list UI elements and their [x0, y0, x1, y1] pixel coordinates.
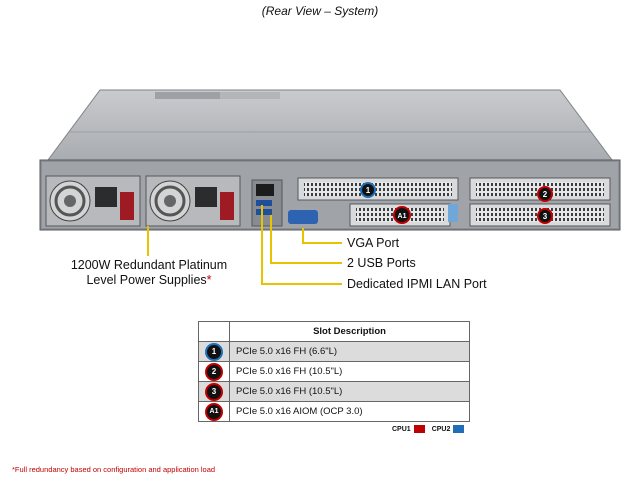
- slot-badge-icon: 1: [205, 342, 223, 361]
- psu-label: 1200W Redundant Platinum Level Power Sup…: [44, 258, 254, 288]
- legend-cpu1-swatch: [413, 425, 425, 433]
- table-header-row: Slot Description: [198, 321, 470, 342]
- psu-label-line2: Level Power Supplies: [86, 273, 207, 287]
- svg-text:2: 2: [543, 190, 548, 199]
- vga-port-label: VGA Port: [347, 236, 400, 250]
- table-row: 1 PCIe 5.0 x16 FH (6.6"L): [198, 341, 470, 362]
- usb-port-2: [256, 209, 272, 215]
- slot-badge-3: 3: [537, 208, 553, 224]
- footnote: *Full redundancy based on configuration …: [12, 465, 216, 474]
- svg-text:1: 1: [366, 186, 371, 195]
- legend-cpu2-label: CPU2: [431, 425, 451, 433]
- slot-description: PCIe 5.0 x16 FH (10.5"L): [229, 361, 470, 382]
- slot-description: PCIe 5.0 x16 FH (10.5"L): [229, 381, 470, 402]
- table-row: A1 PCIe 5.0 x16 AIOM (OCP 3.0): [198, 401, 470, 422]
- psu-label-line1: 1200W Redundant Platinum: [70, 258, 228, 272]
- usb-ports-label: 2 USB Ports: [347, 256, 416, 270]
- usb-port-1: [256, 200, 272, 206]
- psu-2: [145, 175, 241, 227]
- table-row: 3 PCIe 5.0 x16 FH (10.5"L): [198, 381, 470, 402]
- slot-description: PCIe 5.0 x16 AIOM (OCP 3.0): [229, 401, 470, 422]
- slot-badge-1: 1: [360, 182, 376, 198]
- slot-badge-icon: A1: [205, 402, 223, 421]
- psu-asterisk: *: [206, 273, 212, 287]
- psu-1: [45, 175, 141, 227]
- legend-cpu2-swatch: [453, 425, 465, 433]
- ipmi-lan-label: Dedicated IPMI LAN Port: [347, 277, 487, 291]
- table-header-blank: [198, 321, 230, 342]
- vga-port: [288, 210, 318, 224]
- table-header: Slot Description: [229, 321, 470, 342]
- slot-badge-icon: 3: [205, 382, 223, 401]
- slot-description: PCIe 5.0 x16 FH (6.6"L): [229, 341, 470, 362]
- legend-cpu1-label: CPU1: [392, 425, 411, 433]
- page-title: (Rear View – System): [261, 4, 379, 18]
- slot-badge-a1: A1: [393, 206, 411, 224]
- slot-badge-icon: 2: [205, 362, 223, 381]
- server-rear-illustration: 1 2 3 A1: [39, 89, 621, 231]
- cpu-legend: CPU1 CPU2: [392, 425, 465, 433]
- ipmi-lan-port: [256, 184, 274, 196]
- table-row: 2 PCIe 5.0 x16 FH (10.5"L): [198, 361, 470, 382]
- svg-text:3: 3: [543, 212, 548, 221]
- slot-badge-2: 2: [537, 186, 553, 202]
- slot-description-table: Slot Description 1 PCIe 5.0 x16 FH (6.6"…: [198, 321, 470, 422]
- svg-text:A1: A1: [398, 213, 407, 220]
